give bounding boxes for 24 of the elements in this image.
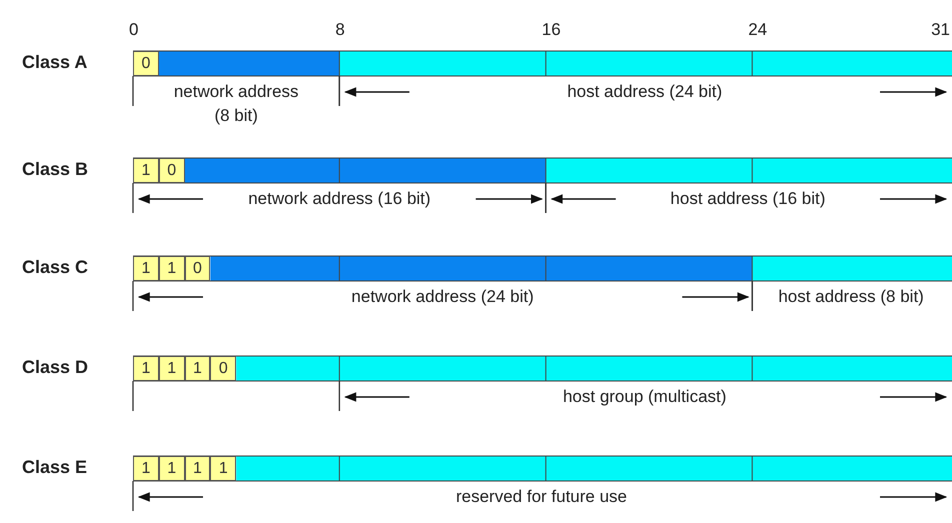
bit-cell: 1 (184, 356, 210, 381)
bit-cell: 1 (158, 456, 185, 481)
bit-cell: 0 (158, 158, 185, 183)
class-label: Class D (22, 357, 88, 378)
bit-cell: 0 (210, 356, 236, 381)
bit-position-number: 16 (542, 20, 561, 40)
bit-cell: 1 (158, 356, 185, 381)
bit-position-number: 24 (748, 20, 768, 40)
class-label: Class E (22, 457, 88, 478)
bit-cell: 1 (133, 158, 159, 183)
bit-cell: 1 (133, 356, 159, 381)
bit-position-number: 8 (335, 20, 345, 40)
bit-position-number: 0 (129, 20, 138, 40)
bit-cell: 1 (210, 456, 236, 481)
bit-position-number: 31 (931, 20, 950, 40)
bit-cell: 0 (133, 51, 159, 76)
class-label: Class C (22, 257, 88, 278)
class-label: Class B (22, 159, 88, 180)
bit-cell: 1 (133, 256, 159, 281)
bit-cell: 0 (184, 256, 210, 281)
bit-cell: 1 (184, 456, 210, 481)
class-label: Class A (22, 52, 88, 73)
bit-cell: 1 (133, 456, 159, 481)
bit-cell: 1 (158, 256, 185, 281)
